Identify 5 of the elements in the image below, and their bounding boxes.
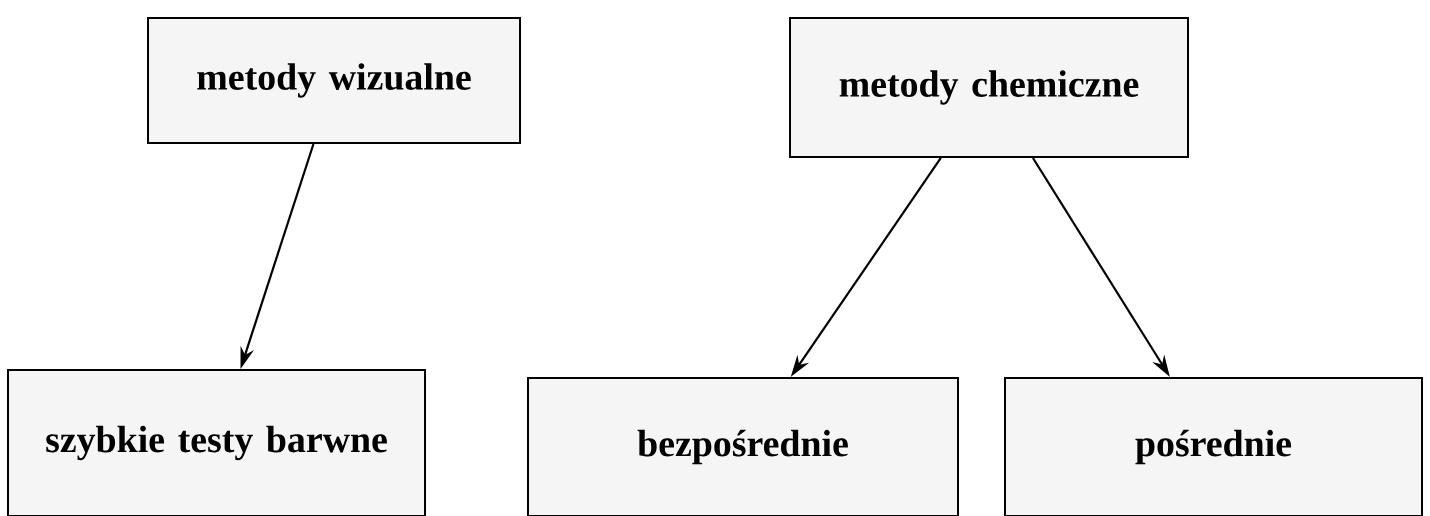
category-box: szybkie testy barwne: [7, 369, 426, 516]
category-box: metody wizualne: [147, 17, 521, 144]
category-box: bezpośrednie: [527, 377, 959, 516]
category-box: pośrednie: [1004, 377, 1423, 516]
category-box: metody chemiczne: [789, 17, 1189, 158]
